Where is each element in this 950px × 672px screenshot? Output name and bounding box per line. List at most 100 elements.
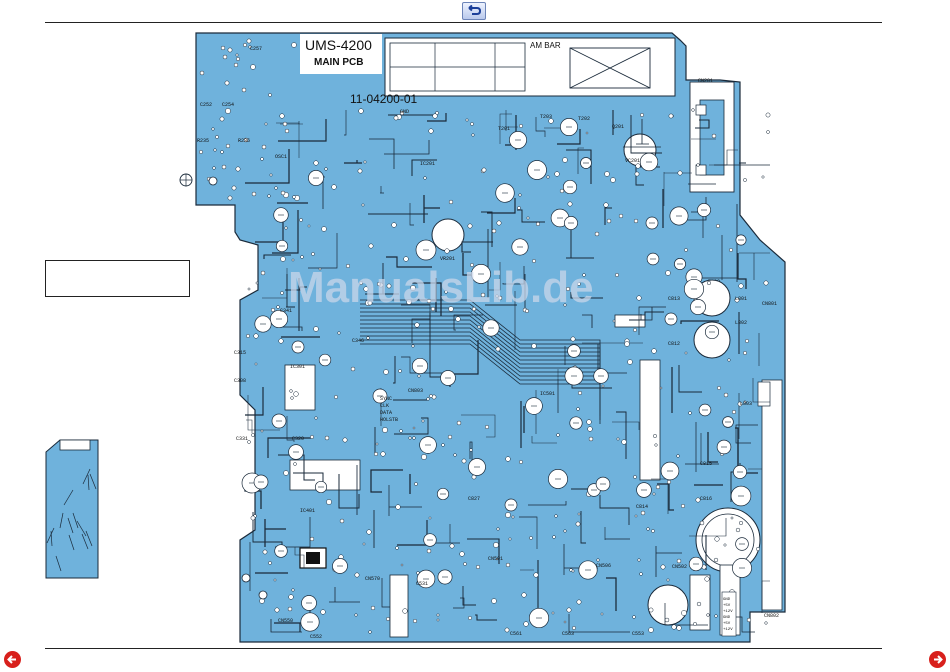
vc201-label: VC201 (625, 158, 640, 164)
cn-pin-3: +12V (723, 610, 733, 614)
pcb-trace (338, 474, 360, 509)
c813-label: C813 (668, 296, 680, 302)
pcb-trace (571, 383, 612, 389)
c346-label: C346 (352, 338, 364, 344)
solder-pad (399, 110, 405, 116)
pcb-trace (461, 414, 496, 438)
solder-pad (436, 618, 440, 622)
solder-pad (231, 185, 237, 191)
solder-pad (280, 291, 284, 295)
solder-pad (324, 167, 328, 171)
pcb-trace (657, 483, 674, 511)
solder-pad (261, 144, 267, 150)
pcb-trace (401, 356, 444, 374)
solder-pad (236, 57, 240, 61)
solder-pad (414, 482, 418, 486)
solder-pad (260, 270, 266, 276)
solder-pad (696, 163, 700, 167)
pcb-trace (606, 577, 617, 611)
pcb-trace (752, 378, 770, 403)
c552-label: C552 (310, 634, 322, 640)
solder-pad (246, 38, 252, 44)
cn501-label: CN501 (488, 556, 503, 562)
solder-pad (300, 255, 304, 259)
c320-label: C320 (292, 436, 304, 442)
solder-pad (745, 339, 749, 343)
solder-pad (480, 292, 486, 298)
solder-pad (651, 348, 657, 354)
solder-pad (260, 157, 264, 161)
solder-pad (556, 433, 560, 437)
solder-pad (241, 87, 247, 93)
pcb-trace (517, 209, 545, 223)
solder-pad (551, 611, 555, 615)
pcb-trace (279, 326, 303, 331)
solder-pad (505, 512, 511, 518)
solder-pad (391, 222, 397, 228)
solder-pad (311, 252, 315, 256)
next-page-button[interactable] (929, 651, 946, 668)
back-button[interactable] (462, 2, 486, 20)
solder-pad (525, 309, 529, 313)
c815-label: C815 (700, 461, 712, 467)
solder-pad (273, 578, 277, 582)
pcb-trace (81, 533, 89, 550)
solder-pad (354, 572, 360, 578)
pcb-trace (270, 619, 302, 633)
solder-pad (677, 170, 683, 176)
pcb-trace (531, 436, 557, 444)
pcb-trace (369, 138, 395, 169)
previous-page-button[interactable] (4, 651, 21, 668)
solder-pad (615, 273, 619, 277)
solder-pad (375, 442, 379, 446)
solder-pad (233, 62, 239, 68)
am-bar-label: AM BAR (530, 41, 561, 50)
solder-pad (247, 287, 251, 291)
solder-pad (671, 624, 677, 630)
solder-pad (324, 435, 330, 441)
solder-pad (729, 248, 733, 252)
pcb-trace (695, 119, 710, 129)
solder-pad (684, 351, 688, 355)
solder-pad (633, 475, 637, 479)
pcb-trace (381, 578, 390, 608)
ic201-label: IC201 (420, 161, 435, 167)
solder-pad (654, 443, 658, 447)
solder-pad (292, 195, 296, 199)
board-name: MAIN PCB (314, 57, 363, 68)
solder-pad (313, 326, 319, 332)
t201-label: T201 (498, 126, 510, 132)
solder-pad (366, 336, 370, 340)
solder-pad (716, 224, 720, 228)
pcb-trace (423, 195, 440, 223)
data-label: DATA (380, 410, 392, 416)
solder-pad (470, 263, 474, 267)
solder-pad (585, 131, 589, 135)
solder-pad (577, 282, 581, 286)
solder-pad (368, 243, 374, 249)
solder-pad (321, 226, 327, 232)
clk-label: CLK (380, 403, 389, 409)
solder-pad (235, 53, 239, 57)
solder-pad (220, 45, 226, 51)
solder-pad (572, 626, 576, 630)
solder-pad (412, 426, 416, 430)
solder-pad (713, 557, 719, 563)
pcb-trace (388, 485, 422, 516)
solder-pad (495, 557, 499, 561)
solder-pad (601, 384, 605, 388)
solder-pad (518, 193, 522, 197)
pcb-trace (59, 512, 64, 529)
solder-pad (704, 576, 710, 582)
solder-pad (414, 322, 420, 328)
pcb-trace (566, 230, 594, 259)
solder-pad (627, 359, 633, 365)
solder-pad (563, 303, 567, 307)
solder-pad (395, 504, 401, 510)
solder-pad (711, 133, 717, 139)
return-arrow-icon (468, 5, 482, 15)
pcb-trace (629, 311, 664, 321)
solder-pad (366, 529, 372, 535)
pcb-trace (737, 440, 758, 474)
